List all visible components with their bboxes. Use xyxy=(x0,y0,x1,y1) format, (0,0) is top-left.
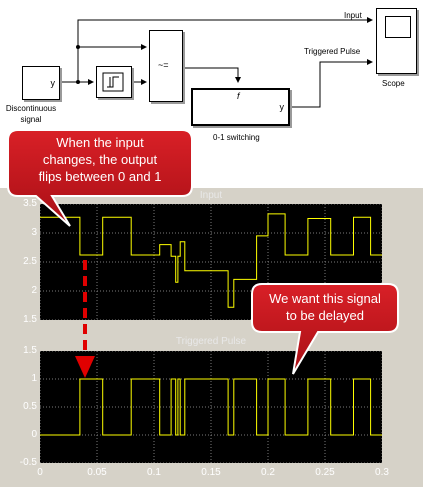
scope-block[interactable] xyxy=(376,8,417,74)
pulse-ytick-label: 0 xyxy=(31,429,37,440)
scope-block-label: Scope xyxy=(382,79,405,88)
pulse-ytick-label: 1 xyxy=(31,373,37,384)
pulse-xtick-label: 0.3 xyxy=(375,467,389,478)
bottom-callout-text: We want this signal to be delayed xyxy=(252,290,398,324)
trigger-symbol: f xyxy=(237,91,240,101)
input-plot-title: Input xyxy=(199,190,223,201)
switching-block-label: 0-1 switching xyxy=(213,133,260,142)
relay-icon xyxy=(102,72,124,92)
switching-port-label: y xyxy=(279,102,285,112)
bottom-callout-line1: We want this signal xyxy=(269,291,381,306)
delay-arrowhead xyxy=(75,356,95,378)
pulse-xtick-label: 0.25 xyxy=(315,467,335,478)
bottom-callout-line2: to be delayed xyxy=(285,308,365,323)
input-ytick-label: 3.5 xyxy=(23,198,37,209)
compare-block[interactable]: ~= xyxy=(149,30,183,102)
input-ytick-label: 2 xyxy=(31,285,37,296)
pulse-xtick-label: 0.2 xyxy=(261,467,275,478)
bottom-callout-bubble xyxy=(251,283,399,375)
top-callout-line2: changes, the output xyxy=(42,152,158,167)
pulse-ytick-label: 0.5 xyxy=(23,401,37,412)
input-ytick-label: 3 xyxy=(31,227,37,238)
pulse-plot xyxy=(40,351,382,463)
pulse-xtick-label: 0.05 xyxy=(87,467,107,478)
switching-block[interactable]: f y xyxy=(191,88,290,126)
pulse-xtick-label: 0 xyxy=(37,467,43,478)
top-callout-bubble xyxy=(7,129,193,227)
source-block-label: Discontinuous signal xyxy=(5,104,57,124)
pulse-ytick-label: 1.5 xyxy=(23,345,37,356)
triggered-signal-label: Triggered Pulse xyxy=(304,47,361,56)
pulse-ytick-label: -0.5 xyxy=(19,457,37,468)
pulse-plot-title: Triggered Pulse xyxy=(175,336,247,347)
top-callout-line3: flips between 0 and 1 xyxy=(38,169,162,184)
scope-screen-icon xyxy=(385,16,411,38)
input-ytick-label: 1.5 xyxy=(23,314,37,325)
input-signal-label: Input xyxy=(344,11,362,20)
source-port-label: y xyxy=(50,78,56,88)
input-ytick-label: 2.5 xyxy=(23,256,37,267)
pulse-xtick-label: 0.1 xyxy=(147,467,161,478)
top-callout-text: When the input changes, the output flips… xyxy=(8,134,192,185)
input-series-line xyxy=(40,213,382,308)
compare-symbol: ~= xyxy=(158,60,169,70)
pulse-series-line xyxy=(40,378,382,436)
discontinuous-signal-block[interactable]: y xyxy=(22,66,60,100)
top-callout-line1: When the input xyxy=(56,135,144,150)
model-wires xyxy=(60,17,373,108)
relay-block[interactable] xyxy=(96,66,132,98)
pulse-xtick-label: 0.15 xyxy=(201,467,221,478)
